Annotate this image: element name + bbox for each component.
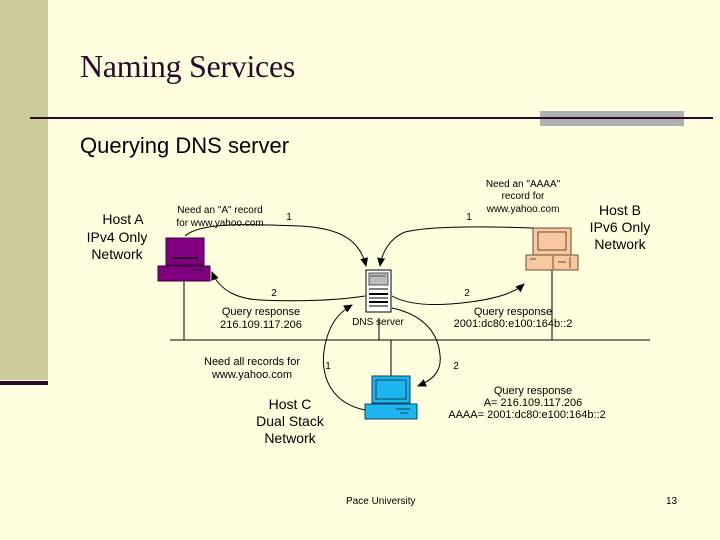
footer-text: Pace University: [346, 496, 416, 507]
sidebar-rule: [0, 381, 48, 385]
host-b-computer-icon: [525, 227, 579, 271]
host-b-request-line-1: Need an "AAAA": [486, 179, 561, 190]
host-c-response-line-2: A= 216.109.117.206: [484, 397, 583, 409]
host-b-response-line-1: Query response: [474, 306, 552, 318]
host-a-response-step: 2: [271, 288, 277, 299]
dns-server-label: DNS server: [352, 317, 404, 328]
host-a-name-line-3: Network: [91, 246, 143, 262]
host-a-request-arrow: [184, 224, 369, 267]
host-a-name-line-1: Host A: [102, 211, 144, 227]
host-a-request-line-1: Need an "A" record: [177, 205, 262, 216]
host-c-name-line-2: Dual Stack: [256, 413, 325, 429]
host-c-response-line-1: Query response: [494, 385, 572, 397]
host-b-response-line-2: 2001:dc80:e100:164b::2: [454, 318, 573, 330]
host-b-request-line-2: record for: [502, 191, 545, 202]
slide-subtitle: Querying DNS server: [80, 133, 290, 158]
host-b-name-line-1: Host B: [599, 202, 641, 218]
host-c-name-line-1: Host C: [269, 396, 312, 412]
title-divider: [30, 117, 713, 119]
host-c-response-arrow: [391, 307, 441, 387]
host-b-name-line-2: IPv6 Only: [590, 219, 651, 235]
page-number: 13: [666, 496, 678, 507]
host-a-name-line-2: IPv4 Only: [87, 229, 148, 245]
host-a-response-line-2: 216.109.117.206: [220, 319, 302, 331]
host-b-response-step: 2: [464, 288, 470, 299]
host-b-request-step: 1: [466, 212, 472, 223]
host-c-request-line-2: www.yahoo.com: [211, 369, 292, 381]
host-c-request-step: 1: [325, 361, 331, 372]
title-divider-overlay: [540, 117, 684, 119]
host-a-response-line-1: Query response: [222, 306, 300, 318]
host-b-request-arrow: [377, 226, 534, 267]
host-c-response-line-3: AAAA= 2001:dc80:e100:164b::2: [448, 409, 606, 421]
host-c-request-arrow: [323, 304, 366, 411]
host-b-name-line-3: Network: [594, 236, 646, 252]
host-c-response-step: 2: [453, 361, 459, 372]
host-c-request-line-1: Need all records for: [204, 356, 300, 368]
host-a-request-line-2: for www.yahoo.com: [176, 218, 263, 229]
host-c-name-line-3: Network: [264, 430, 316, 446]
slide-title: Naming Services: [80, 48, 296, 84]
host-b-response-arrow: [391, 283, 525, 305]
host-a-request-step: 1: [286, 212, 292, 223]
host-a-response-arrow: [211, 271, 366, 302]
dns-server-icon: [365, 269, 392, 313]
host-c-computer-icon: [364, 375, 418, 420]
host-a-computer-icon: [157, 237, 211, 282]
host-b-request-line-3: www.yahoo.com: [486, 204, 560, 215]
sidebar-band: [0, 0, 48, 380]
